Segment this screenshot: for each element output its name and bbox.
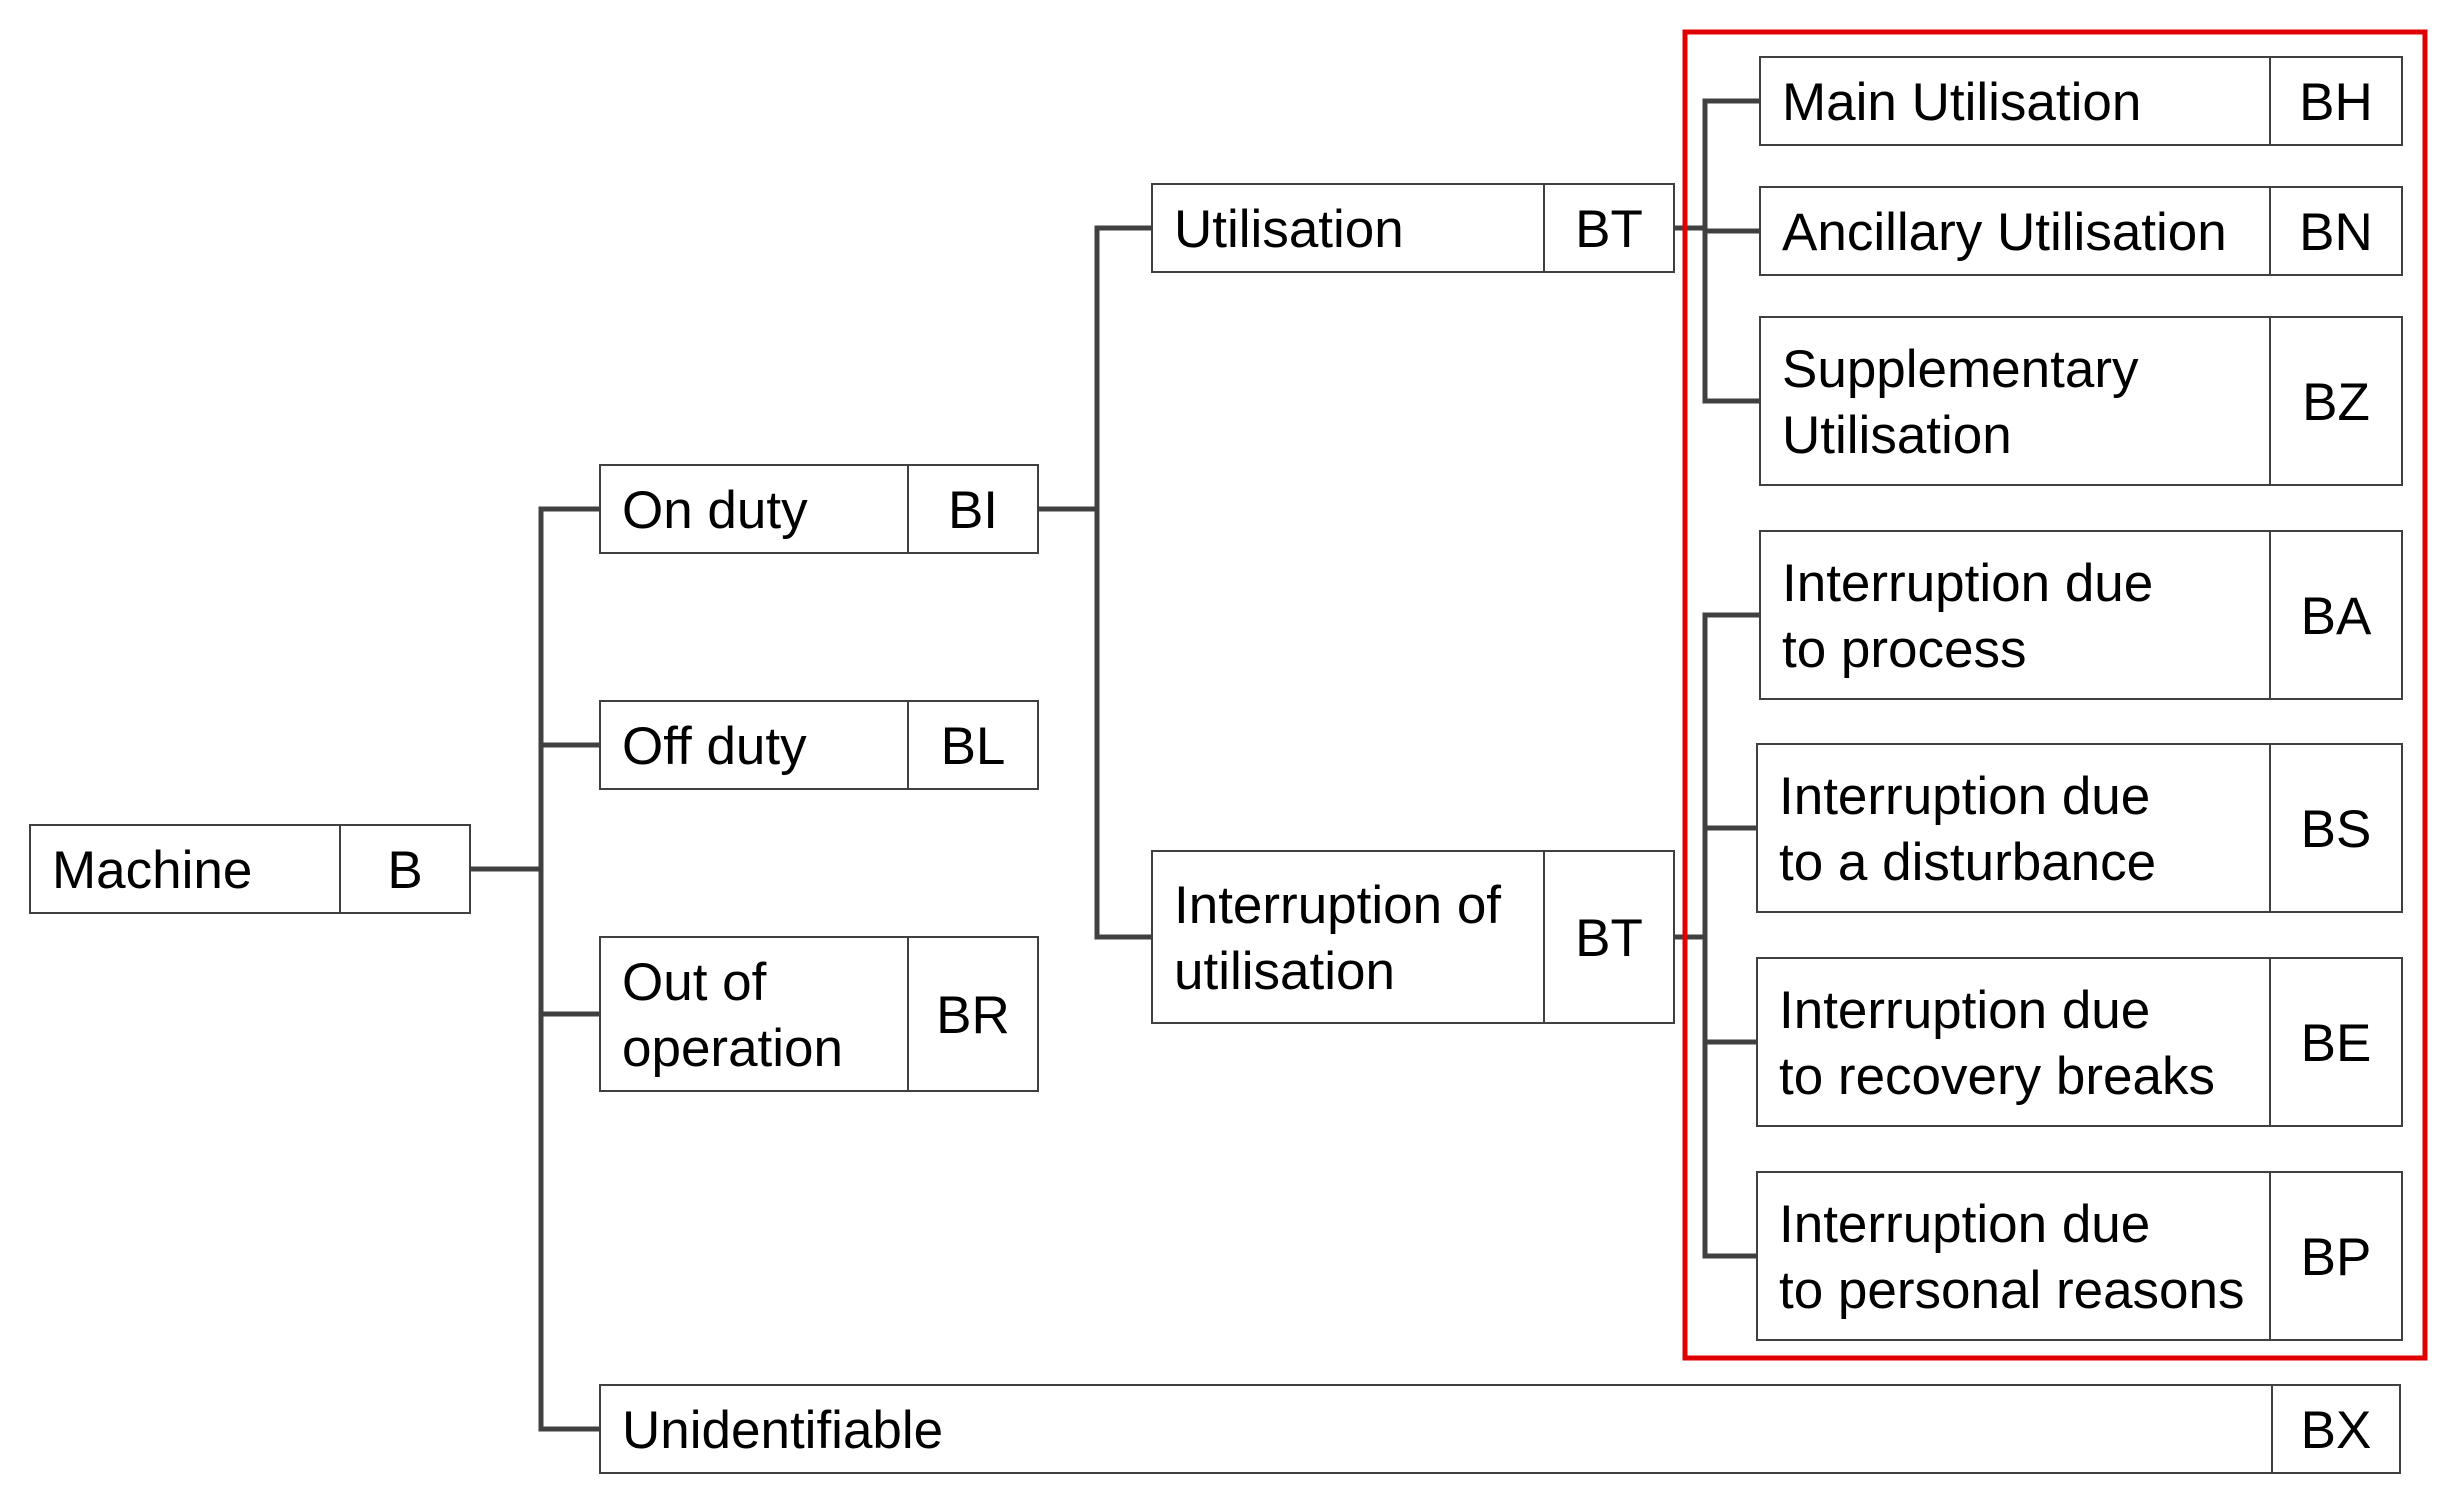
node-label-line: utilisation xyxy=(1174,942,1395,1001)
node-code: BN xyxy=(2299,203,2373,262)
node-label-line: Interruption due xyxy=(1779,1195,2150,1254)
node-code: B xyxy=(387,841,422,900)
node-code: BP xyxy=(2301,1228,2372,1287)
node-box xyxy=(1759,530,2403,700)
highlight-frame xyxy=(1682,29,2428,1361)
node-box xyxy=(599,1384,2401,1474)
node-code: BX xyxy=(2301,1401,2372,1460)
node-label-line: Main Utilisation xyxy=(1782,73,2141,132)
node-label-line: to process xyxy=(1782,620,2027,679)
node-label-line: Interruption due xyxy=(1779,981,2150,1040)
node-label-line: On duty xyxy=(622,481,808,540)
node-label-line: to personal reasons xyxy=(1779,1261,2245,1320)
node-label-line: to recovery breaks xyxy=(1779,1047,2215,1106)
node-out-of-operation: Out of operation BR xyxy=(599,936,1039,1092)
node-box xyxy=(1151,850,1675,1024)
connector-layer xyxy=(467,98,1763,1432)
node-ancillary-utilisation: Ancillary Utilisation BN xyxy=(1759,186,2403,276)
node-label-line: Ancillary Utilisation xyxy=(1782,203,2227,262)
node-code: BS xyxy=(2301,800,2372,859)
node-code: BL xyxy=(941,717,1006,776)
node-box xyxy=(1756,743,2403,913)
node-label-line: Utilisation xyxy=(1782,406,2012,465)
node-layer: Machine B On duty BI Off duty BL Out of operati… xyxy=(29,56,2403,1474)
node-machine: Machine B xyxy=(29,824,471,914)
node-code: BR xyxy=(936,986,1010,1045)
node-label-line: Interruption of xyxy=(1174,876,1501,935)
node-label-line: to a disturbance xyxy=(1779,833,2156,892)
node-code: BA xyxy=(2301,587,2372,646)
node-box xyxy=(1756,957,2403,1127)
node-box xyxy=(599,936,1039,1092)
node-box xyxy=(29,824,471,914)
node-interruption-disturbance: Interruption due to a disturbance BS xyxy=(1756,743,2403,913)
node-code: BI xyxy=(948,481,998,540)
node-label-line: Out of xyxy=(622,953,767,1012)
node-box xyxy=(1759,316,2403,486)
node-box xyxy=(1759,56,2403,146)
node-interruption-recovery: Interruption due to recovery breaks BE xyxy=(1756,957,2403,1127)
node-box xyxy=(599,700,1039,790)
node-code: BT xyxy=(1575,200,1643,259)
node-box xyxy=(1756,1171,2403,1341)
node-label-line: Supplementary xyxy=(1782,340,2139,399)
node-label-line: Machine xyxy=(52,841,252,900)
node-utilisation: Utilisation BT xyxy=(1151,183,1675,273)
node-box xyxy=(1759,186,2403,276)
node-main-utilisation: Main Utilisation BH xyxy=(1759,56,2403,146)
node-code: BE xyxy=(2301,1014,2372,1073)
node-code: BT xyxy=(1575,909,1643,968)
node-code: BH xyxy=(2299,73,2373,132)
node-box xyxy=(599,464,1039,554)
node-unidentifiable: Unidentifiable BX xyxy=(599,1384,2401,1474)
node-interruption-process: Interruption due to process BA xyxy=(1759,530,2403,700)
node-interruption-personal: Interruption due to personal reasons BP xyxy=(1756,1171,2403,1341)
node-code: BZ xyxy=(2302,373,2370,432)
node-on-duty: On duty BI xyxy=(599,464,1039,554)
node-label-line: operation xyxy=(622,1019,843,1078)
node-label-line: Interruption due xyxy=(1779,767,2150,826)
node-label-line: Off duty xyxy=(622,717,807,776)
node-label-line: Interruption due xyxy=(1782,554,2153,613)
node-label-line: Utilisation xyxy=(1174,200,1404,259)
node-box xyxy=(1151,183,1675,273)
node-off-duty: Off duty BL xyxy=(599,700,1039,790)
node-interruption-of-utilisation: Interruption of utilisation BT xyxy=(1151,850,1675,1024)
node-label-line: Unidentifiable xyxy=(622,1401,943,1460)
